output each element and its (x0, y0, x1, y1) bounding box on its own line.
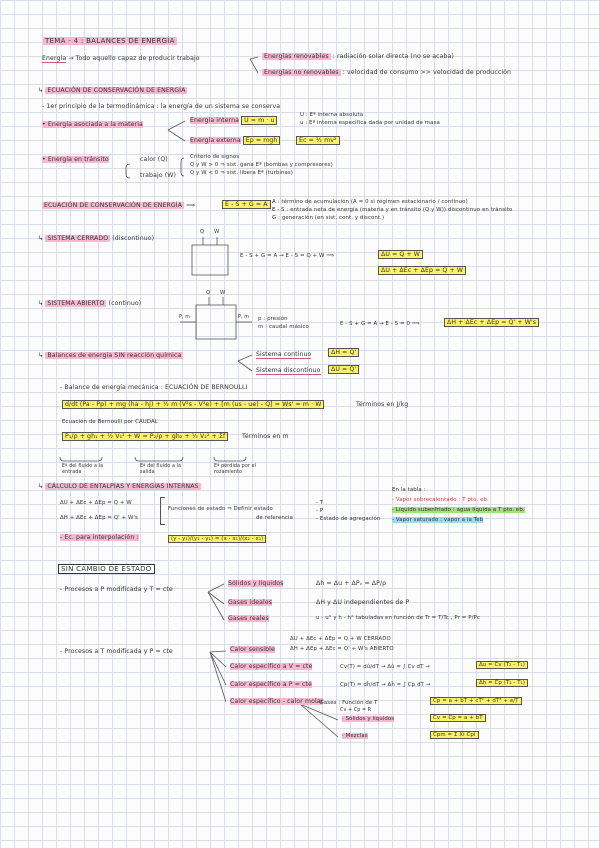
energia-definition: Energía → Todo aquello capaz de producir… (42, 55, 200, 63)
cp-result: Δh = C̄p (T₂ - T₁) (476, 679, 529, 687)
cv-result: Δu = C̄v (T₂ - T₁) (476, 661, 528, 669)
solidos-liquidos-cp: · Sólidos y líquidos (342, 716, 395, 722)
sistema-abierto-title: ↳ SISTEMA ABIERTO (continuo) (38, 300, 142, 307)
abierto-result: ΔH + ΔEc + ΔEp = Q' + W's (444, 318, 540, 327)
label-rozamiento: Eª pérdida por el rozamiento (214, 464, 257, 475)
gases-cp-eq: Cp = a + bT + cT² + dT³ + e/T (430, 697, 522, 705)
entalpias-title: ↳ CÁLCULO DE ENTALPÍAS Y ENERGÍAS INTERN… (38, 483, 201, 490)
gases-ideales: Gases ideales (228, 599, 273, 606)
ecuacion-conservacion-title: ECUACIÓN DE CONSERVACIÓN DE ENERGÍA ⟹ (42, 202, 196, 209)
energia-externa: Energía externa Ep = mgh (190, 136, 281, 145)
sistema-discontinuo: Sistema discontinuo (256, 367, 321, 375)
cerrado-result-1: ΔU = Q + W (378, 250, 423, 259)
estado-p: - P (316, 508, 324, 514)
funciones-estado: Funciones de estado ⇒ Definir estado (168, 506, 273, 512)
signo-positivo: Q y W > 0 ⇒ sist. gana Eª (bombas y comp… (190, 162, 333, 168)
balance-cerrado: ΔU + ΔEc + ΔEp = Q + W CERRADO (290, 636, 391, 642)
balance-mecanico: - Balance de energía mecánica : ECUACIÓN… (60, 384, 248, 391)
calor-label: calor (Q) (140, 156, 168, 163)
procesos-t-mod: - Procesos a T modificada y P = cte (60, 648, 173, 655)
interpolacion-label: - Ec. para interpolación : (60, 534, 139, 541)
estado-t: - T (316, 500, 324, 506)
calor-molar: Calor específico - calor molar (230, 698, 324, 705)
gases-ideales-eq: ΔH y ΔU independientes de P (316, 599, 410, 606)
tabla-vapor-saturado: - Vapor saturado : vapor a la Teb (392, 517, 484, 523)
energia-transito: • Energía en tránsito (42, 156, 109, 163)
interpolacion-eq: (y - y₁)/(y₂ - y₁) = (x - x₁)/(x₂ - x₁) (168, 535, 267, 543)
solidos-liquidos: Sólidos y líquidos (228, 580, 284, 587)
tabla-vapor-sobrecalentado: - Vapor sobrecalentado : T pto. eb. (392, 497, 489, 503)
def-caudal: m : caudal másico (258, 324, 309, 330)
sistema-continuo: Sistema continuo (256, 351, 312, 359)
discontinuo-eq: ΔU = Q' (328, 365, 360, 374)
estado-agregacion: - Estado de agregación (316, 516, 381, 522)
energia-interna: Energía interna U = m · u (190, 116, 278, 125)
label-entrada: Eª del fluido a la entrada (62, 464, 104, 475)
cp-eq: Cp(T) = dĥ/dT → Δĥ = ∫ Cp dT → (340, 682, 431, 688)
energia-asociada: • Energía asociada a la materia (42, 121, 143, 128)
u-def-1: U : Eª interna absoluta (300, 112, 364, 118)
def-presion: p : presión (258, 316, 288, 322)
page-title: TEMA - 4 : BALANCES DE ENERGÍA (43, 37, 177, 45)
balance-abierto: ΔH + ΔEp + ΔEc = Q' + W's ABIERTO (290, 646, 394, 652)
bernoulli-units: Términos en J/kg (356, 401, 409, 408)
calor-sensible: Calor sensible (230, 646, 275, 653)
abierto-pm-in: P, m (179, 315, 191, 320)
calor-especifico-v: Calor específico a V = cte (230, 663, 313, 670)
tabla-title: En la tabla : (392, 487, 426, 493)
estado-referencia: de referencia (256, 515, 293, 521)
signo-negativo: Q y W < 0 ⇒ sist. libera Eª (turbinas) (190, 170, 293, 176)
abierto-pm-out: P, m (238, 315, 250, 320)
abierto-w: W (220, 290, 226, 296)
cerrado-eq: E - S + G = A → E - S = Q + W ⟹ (240, 253, 335, 259)
entalpia-du: ΔU + ΔEc + ΔEp = Q + W (60, 500, 132, 506)
termino-generacion: G : generación (en sist. cont. y discont… (272, 215, 385, 221)
bernoulli-caudal-units: Términos en m (242, 433, 289, 440)
renovables-line: Energías renovables : radiación solar di… (262, 53, 454, 60)
primer-principio: - 1er principio de la termodinámica : la… (42, 103, 281, 110)
u-def-2: u : Eª interna específica dada por unida… (300, 120, 440, 126)
entalpia-bracket (160, 497, 165, 525)
cerrado-w: W (214, 229, 220, 235)
sin-cambio-title: SIN CAMBIO DE ESTADO (58, 564, 155, 574)
section-conservacion-title: ↳ ECUACIÓN DE CONSERVACIÓN DE ENERGÍA (38, 87, 188, 94)
sl-cp-eq: Cv = Cp = a + bT (430, 714, 486, 722)
ec-formula: Ec = ½ mv² (296, 136, 340, 145)
mezclas: · Mezclas (342, 733, 368, 739)
cv-eq: Cv(T) = dû/dT → Δû = ∫ Cv dT → (340, 664, 430, 670)
bernoulli-caudal: Ecuación de Bernoulli por CAUDAL (62, 419, 158, 425)
continuo-eq: ΔH = Q' (328, 348, 360, 357)
gases-relacion: Cv + Cp = R (340, 708, 372, 713)
cerrado-q: Q (200, 229, 205, 235)
gases-reales-eq: u - u° y h - h° tabuladas en función de … (316, 615, 480, 621)
gases-reales: Gases reales (228, 615, 269, 622)
abierto-q: Q (206, 290, 211, 296)
tabla-liquido-subenfriado: - Líquido subenfriado : agua líquida a T… (392, 507, 525, 513)
calor-especifico-p: Calor específico a P = cte (230, 681, 312, 688)
termino-entrada: E - S : entrada neta de energía (materia… (272, 207, 513, 213)
criterio-signos: Criterio de signos (190, 154, 240, 160)
no-renovables-line: Energías no renovables : velocidad de co… (262, 69, 512, 76)
sin-reaccion-title: ↳ Balances de energía SIN reacción quími… (38, 352, 184, 359)
trabajo-label: trabajo (W) (140, 172, 176, 179)
label-salida: Eª del fluido a la salida (140, 464, 182, 475)
procesos-p-mod: - Procesos a P modificada y T = cte (60, 586, 173, 593)
mezclas-cp-eq: Cpm = Σ Xi Cpi (430, 731, 479, 739)
sistema-cerrado-title: ↳ SISTEMA CERRADO (discontinuo) (38, 235, 155, 242)
bernoulli-eq: d/dt (Pa - Pp) + mg (ha - hj) + ½ m (V²s… (62, 400, 325, 409)
bernoulli-caudal-eq: P₁/ρ + gh₁ + ½ V₁² + W = P₂/ρ + gh₂ + ½ … (62, 432, 229, 441)
abierto-eq: E - S + G = A → E - S = 0 ⟹ (340, 321, 420, 327)
cerrado-result-2: ΔU + ΔEc + ΔEp = Q + W (378, 266, 467, 275)
ecuacion-general: E - S + G = A (222, 200, 271, 209)
gases-funcion: · Gases : Función de T (316, 700, 378, 706)
solidos-liquidos-eq: Δh = Δu + ΔPᵥ = ΔP/ρ (316, 580, 387, 587)
entalpia-dh: ΔH + ΔEc + ΔEp = Q' + W's (60, 515, 138, 521)
termino-acumulacion: A : término de acumulación (A = 0 si rég… (272, 199, 468, 205)
